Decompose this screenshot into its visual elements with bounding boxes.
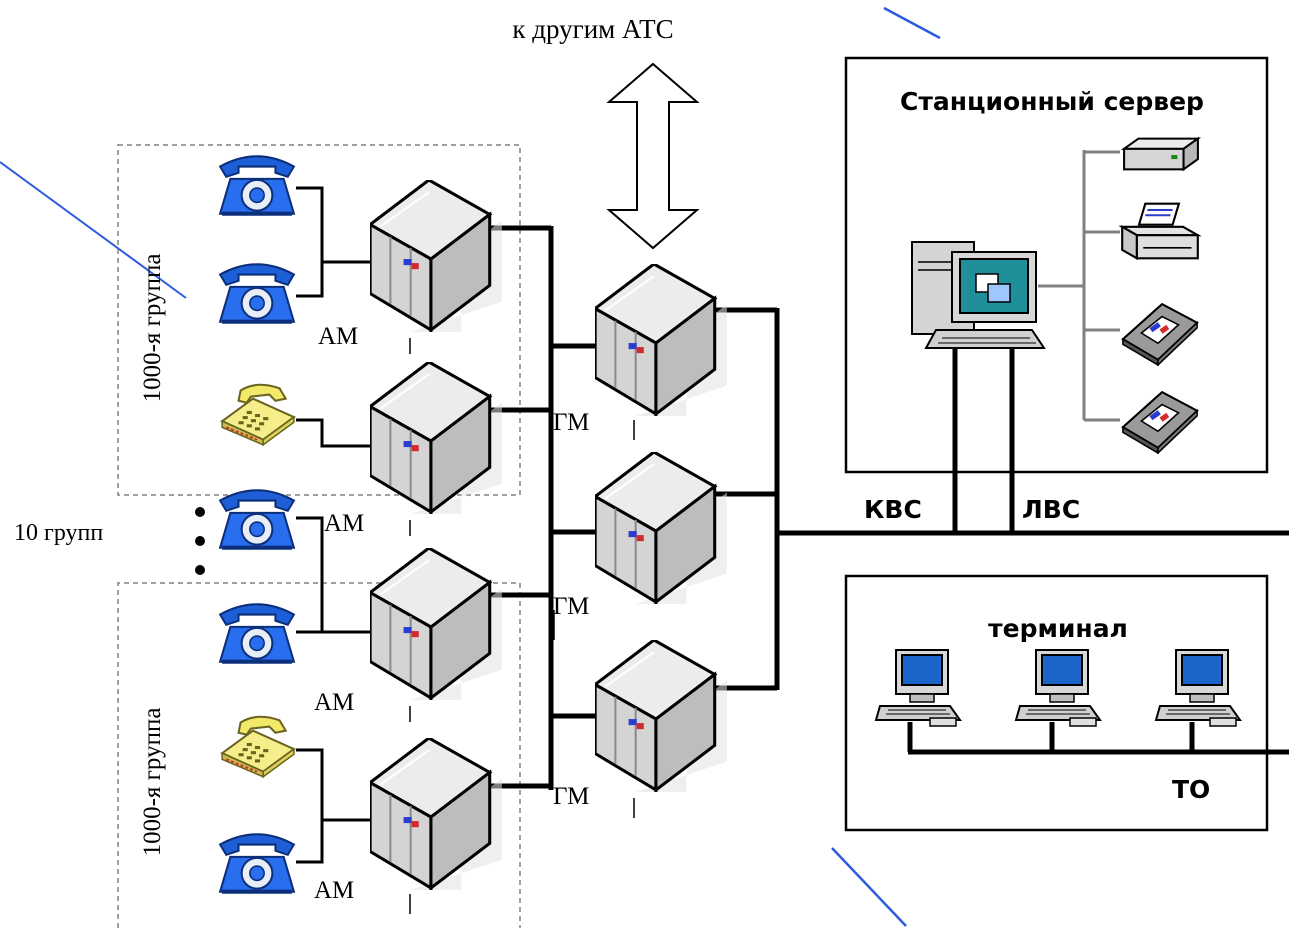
rotary-phone-icon <box>219 489 295 551</box>
rotary-phone-icon <box>219 263 295 325</box>
double-arrow-icon <box>606 62 700 250</box>
rotary-phone-icon <box>219 833 295 895</box>
am-label-4: АМ <box>314 877 354 904</box>
groups-count-label: 10 групп <box>14 520 103 546</box>
gm-module-3 <box>595 640 727 792</box>
group-frame-top <box>117 144 521 496</box>
accent-stroke-top-left <box>0 161 187 299</box>
am-module-4 <box>370 738 502 890</box>
server-computer-icon <box>911 241 1046 349</box>
lvs-label: ЛВС <box>1022 495 1080 524</box>
server-box <box>844 56 1269 474</box>
am-gm-bus <box>484 225 598 790</box>
gm-label-2: ГМ <box>553 593 589 620</box>
desk-phone-icon <box>221 715 295 778</box>
accent-stroke-bottom <box>831 847 907 927</box>
desk-phone-icon <box>221 383 295 446</box>
server-peripheral-wiring <box>1038 150 1120 422</box>
accent-stroke-top-right <box>883 6 941 40</box>
am-module-2 <box>370 362 502 514</box>
terminal-bus <box>907 722 1289 755</box>
rotary-phone-icon <box>219 603 295 665</box>
ellipsis-dot-1 <box>195 507 205 517</box>
ellipsis-dot-3 <box>195 565 205 575</box>
am-label-3: АМ <box>314 689 354 716</box>
gm-label-3: ГМ <box>553 783 589 810</box>
terminal-box <box>844 574 1269 832</box>
subscriber-wiring <box>296 186 372 864</box>
kvs-label: КВС <box>864 495 922 524</box>
rotary-phone-icon <box>219 155 295 217</box>
gm-label-1: ГМ <box>553 409 589 436</box>
am-module-1 <box>370 180 502 332</box>
module-ticks <box>409 338 635 914</box>
server-title: Станционный сервер <box>900 87 1204 116</box>
to-label: ТО <box>1172 775 1210 804</box>
gm-module-2 <box>595 452 727 604</box>
am-label-2: АМ <box>324 510 364 537</box>
gm-module-1 <box>595 264 727 416</box>
group-label-top: 1000-я группа <box>139 254 166 403</box>
group-frame-bottom <box>117 582 521 928</box>
am-module-3 <box>370 548 502 700</box>
server-network-links <box>952 348 1289 536</box>
other-exchanges-label: к другим АТС <box>512 14 673 44</box>
group-label-bottom: 1000-я группа <box>139 708 166 857</box>
terminal-title: терминал <box>988 614 1128 643</box>
ellipsis-dot-2 <box>195 536 205 546</box>
am-label-1: АМ <box>318 323 358 350</box>
disk-drive-icon <box>1123 137 1199 171</box>
